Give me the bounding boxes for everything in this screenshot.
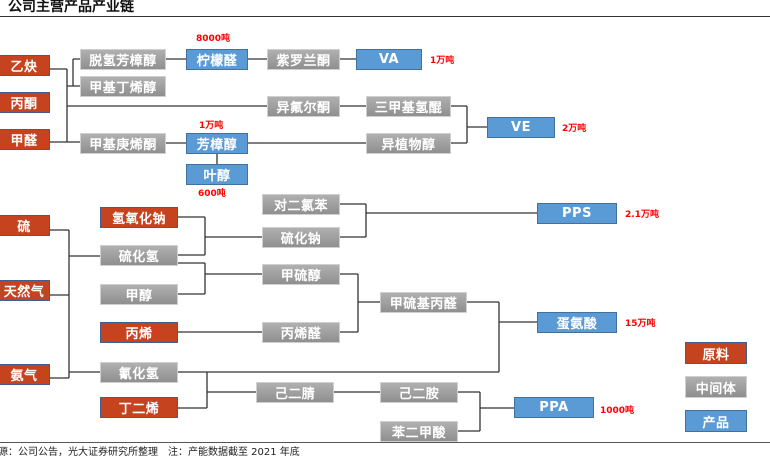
node-yifuer: 异氟尔酮 (267, 96, 340, 117)
node-liu: 硫 (0, 215, 50, 236)
node-jieran: 己二胺 (380, 382, 458, 403)
node-yechun: 叶醇 (186, 164, 248, 185)
node-bingxiquan: 丙烯醛 (262, 322, 340, 343)
node-jiachun: 甲醇 (100, 284, 178, 305)
node-ppa: PPA (514, 397, 594, 418)
node-bingxi: 丙烯 (100, 322, 178, 343)
node-yiquan: 乙炔 (0, 55, 50, 76)
capacity-va: 1万吨 (430, 56, 455, 66)
node-sanjiaji: 三甲基氢醌 (366, 96, 451, 117)
capacity-pps: 2.1万吨 (625, 210, 659, 220)
node-tianranqi: 天然气 (0, 280, 50, 301)
footer-divider (0, 442, 770, 443)
node-fangzhang: 芳樟醇 (186, 133, 248, 154)
node-va: VA (356, 49, 422, 70)
node-yizhiwu: 异植物醇 (366, 133, 451, 154)
node-liuhuana: 硫化钠 (262, 227, 340, 248)
node-ziluolan: 紫罗兰酮 (267, 49, 340, 70)
node-qingyanghuana: 氢氧化钠 (100, 207, 178, 228)
node-jiajidingxi: 甲基丁烯醇 (80, 76, 166, 97)
node-danansuan: 蛋氨酸 (537, 312, 617, 333)
capacity-yechun: 600吨 (198, 189, 226, 199)
page-title: 公司主营产品产业链 (8, 0, 134, 15)
legend-prod: 产品 (685, 410, 747, 432)
node-qinghuaqing: 氰化氢 (100, 362, 178, 383)
node-ningmengquan: 柠檬醛 (186, 49, 248, 70)
node-benerjiasuan: 苯二甲酸 (380, 421, 458, 442)
node-jierjing: 己二腈 (256, 382, 334, 403)
node-jiajigengxi: 甲基庚烯酮 (80, 133, 166, 154)
capacity-ppa: 1000吨 (600, 406, 635, 416)
node-duierlvben: 对二氯苯 (262, 194, 340, 215)
node-bingtong: 丙酮 (0, 92, 50, 113)
capacity-fangzhang: 1万吨 (199, 121, 224, 131)
source-note: 源：公司公告，光大证券研究所整理 注：产能数据截至 2021 年底 (0, 447, 300, 458)
capacity-ve: 2万吨 (562, 124, 587, 134)
node-jiliujibingquan: 甲硫基丙醛 (380, 292, 467, 313)
node-tuoqing: 脱氢芳樟醇 (80, 49, 166, 70)
capacity-danansuan: 15万吨 (625, 319, 656, 329)
title-divider (0, 16, 770, 17)
node-anqi: 氨气 (0, 364, 50, 385)
node-ve: VE (487, 117, 555, 138)
node-liuhuaqing: 硫化氢 (100, 245, 178, 266)
capacity-ningmengquan: 8000吨 (196, 34, 231, 44)
legend-mid: 中间体 (685, 376, 747, 398)
legend-raw: 原料 (685, 342, 747, 364)
node-dingerxi: 丁二烯 (100, 397, 178, 418)
node-pps: PPS (537, 203, 617, 224)
node-jiaquan: 甲醛 (0, 129, 50, 150)
node-jialiuchun: 甲硫醇 (262, 264, 340, 285)
